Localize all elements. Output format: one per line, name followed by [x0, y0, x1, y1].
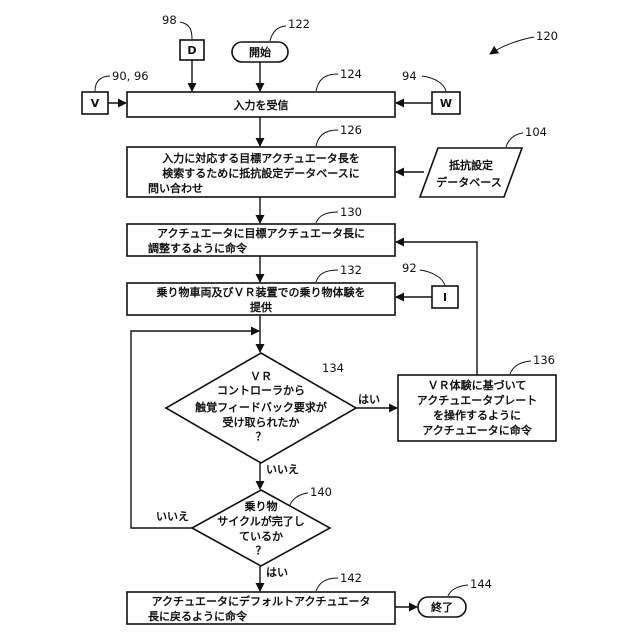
svg-text:ＶＲ: ＶＲ — [250, 370, 272, 383]
decision-134-yes-label: はい — [358, 393, 380, 406]
resistance-settings-database: 抵抗設定 データベース 104 — [420, 125, 547, 197]
step-130-command-actuator: アクチュエータに目標アクチュエータ長に 調整するように命令 130 — [127, 205, 395, 256]
decision-134-haptic-request: ＶＲ コントローラから 触覚フィードバック要求が 受け取られたか ？ 134 は… — [166, 353, 380, 476]
figure-ref-120: 120 — [490, 29, 558, 54]
svg-text:データベース: データベース — [436, 175, 501, 189]
svg-text:D: D — [187, 44, 196, 57]
input-i: I 92 — [402, 261, 458, 308]
input-d: D 98 — [162, 13, 204, 60]
svg-text:120: 120 — [536, 29, 558, 43]
svg-text:90, 96: 90, 96 — [112, 69, 149, 83]
svg-text:130: 130 — [340, 205, 362, 219]
svg-text:142: 142 — [340, 571, 362, 585]
svg-text:I: I — [443, 291, 447, 304]
svg-text:140: 140 — [310, 485, 332, 499]
step-126-query-database: 入力に対応する目標アクチュエータ長を 検索するために抵抗設定データベースに 問い… — [127, 123, 395, 197]
svg-text:検索するために抵抗設定データベースに: 検索するために抵抗設定データベースに — [162, 166, 359, 180]
svg-text:122: 122 — [288, 17, 310, 31]
svg-text:？: ？ — [256, 544, 267, 557]
svg-text:アクチュエータにデフォルトアクチュエータ: アクチュエータにデフォルトアクチュエータ — [152, 594, 371, 608]
svg-text:104: 104 — [525, 125, 547, 139]
svg-text:入力を受信: 入力を受信 — [234, 98, 289, 112]
svg-text:を操作するように: を操作するように — [433, 408, 521, 422]
svg-text:V: V — [91, 97, 100, 110]
svg-text:？: ？ — [256, 430, 267, 443]
decision-140-ride-cycle-complete: 乗り物 サイクルが完了し ているか ？ 140 いいえ はい — [156, 485, 332, 579]
svg-text:アクチュエータに目標アクチュエータ長に: アクチュエータに目標アクチュエータ長に — [157, 226, 365, 240]
svg-text:乗り物車両及びＶＲ装置での乗り物体験を: 乗り物車両及びＶＲ装置での乗り物体験を — [157, 285, 366, 299]
svg-text:終了: 終了 — [431, 600, 453, 614]
start-terminal: 開始 122 — [232, 17, 310, 62]
end-terminal: 終了 144 — [418, 577, 492, 617]
svg-text:アクチュエータプレート: アクチュエータプレート — [417, 393, 537, 407]
svg-text:入力に対応する目標アクチュエータ長を: 入力に対応する目標アクチュエータ長を — [162, 151, 359, 165]
svg-text:W: W — [440, 97, 452, 110]
svg-text:126: 126 — [340, 123, 362, 137]
step-132-provide-ride-experience: 乗り物車両及びＶＲ装置での乗り物体験を 提供 132 — [127, 263, 395, 315]
step-124-receive-input: 入力を受信 124 — [127, 67, 395, 117]
input-w: W 94 — [402, 69, 460, 114]
svg-text:問い合わせ: 問い合わせ — [148, 181, 203, 195]
svg-text:98: 98 — [162, 13, 177, 27]
svg-text:136: 136 — [533, 353, 555, 367]
svg-text:調整するように命令: 調整するように命令 — [148, 241, 248, 255]
decision-140-yes-label: はい — [266, 566, 288, 579]
decision-140-no-label: いいえ — [156, 510, 189, 523]
svg-text:触覚フィードバック要求が: 触覚フィードバック要求が — [194, 400, 327, 414]
svg-text:ＶＲ体験に基づいて: ＶＲ体験に基づいて — [428, 378, 527, 392]
svg-text:92: 92 — [402, 261, 417, 275]
svg-text:抵抗設定: 抵抗設定 — [449, 158, 493, 172]
svg-text:コントローラから: コントローラから — [217, 384, 305, 397]
svg-text:132: 132 — [340, 263, 362, 277]
svg-text:アクチュエータに命令: アクチュエータに命令 — [422, 423, 532, 437]
svg-text:長に戻るように命令: 長に戻るように命令 — [148, 609, 248, 623]
svg-text:ているか: ているか — [239, 530, 283, 543]
svg-text:94: 94 — [402, 69, 417, 83]
decision-134-no-label: いいえ — [266, 463, 299, 476]
svg-text:144: 144 — [470, 577, 492, 591]
svg-text:134: 134 — [322, 361, 344, 375]
svg-text:受け取られたか: 受け取られたか — [223, 415, 300, 429]
svg-text:開始: 開始 — [249, 45, 271, 59]
svg-text:提供: 提供 — [250, 300, 272, 314]
svg-text:124: 124 — [340, 67, 362, 81]
svg-text:乗り物: 乗り物 — [245, 499, 278, 513]
step-142-return-default-length: アクチュエータにデフォルトアクチュエータ 長に戻るように命令 142 — [127, 571, 395, 624]
svg-text:サイクルが完了し: サイクルが完了し — [217, 514, 304, 528]
